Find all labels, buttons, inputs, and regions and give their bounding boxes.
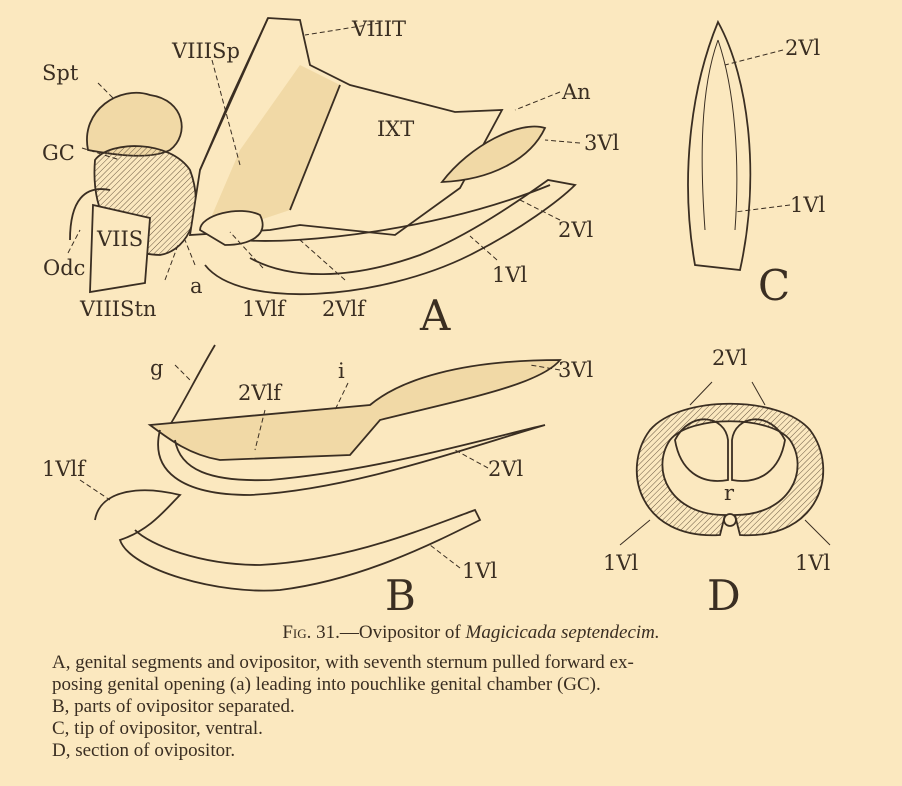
- label-2vlf: 2Vlf: [322, 297, 367, 321]
- panel-d: 2Vl r 1Vl 1Vl D: [603, 346, 831, 620]
- label-ixt: IXT: [377, 117, 414, 141]
- legend-line-a1: A, genital segments and ovipositor, with…: [52, 652, 634, 673]
- label-2vl-b: 2Vl: [488, 457, 524, 481]
- legend-line-a2: posing genital opening (a) leading into …: [52, 674, 601, 695]
- label-2vl-c: 2Vl: [785, 36, 821, 60]
- first-valvula: [204, 179, 577, 296]
- label-viiisp: VIIISp: [171, 39, 240, 63]
- label-viiit: VIIIT: [351, 17, 406, 41]
- panel-letter-b: B: [385, 571, 416, 620]
- label-gc: GC: [42, 141, 75, 165]
- label-a: a: [190, 274, 203, 298]
- panel-b: g i 3Vl 2Vlf 2Vl 1Vlf 1Vl B: [42, 344, 594, 620]
- panel-letter-c: C: [758, 261, 790, 310]
- oviduct: [69, 188, 111, 241]
- label-1vl-c: 1Vl: [790, 193, 826, 217]
- seventh-sternum: [89, 203, 151, 294]
- ovipositor-figure: VIIIT VIIISp Spt An IXT 3Vl GC VIIS 2Vl …: [42, 17, 831, 620]
- label-spt: Spt: [42, 61, 79, 85]
- species-name: Magicicada septendecim.: [465, 622, 660, 643]
- legend-line-d: D, section of ovipositor.: [52, 740, 236, 761]
- panel-letter-d: D: [707, 571, 741, 620]
- legend-line-c: C, tip of ovipositor, ventral.: [52, 718, 263, 739]
- panel-c: 2Vl 1Vl C: [687, 19, 826, 310]
- legend-line-b: B, parts of ovipositor separated.: [52, 696, 295, 717]
- label-1vl-a: 1Vl: [492, 263, 528, 287]
- label-viiistn: VIIIStn: [79, 297, 156, 321]
- label-2vl-d: 2Vl: [712, 346, 748, 370]
- label-g: g: [150, 356, 163, 380]
- panel-letter-a: A: [419, 291, 451, 340]
- label-1vl-d-left: 1Vl: [603, 551, 639, 575]
- label-2vl-a: 2Vl: [558, 218, 594, 242]
- second-valvifer-b: [147, 359, 562, 461]
- label-3vl-b: 3Vl: [558, 358, 594, 382]
- label-an: An: [561, 80, 591, 104]
- ovipositor-tip: [687, 19, 752, 271]
- figure-title: Fig. 31.—Ovipositor of Magicicada septen…: [40, 622, 902, 644]
- label-1vl-b: 1Vl: [462, 559, 498, 583]
- figure-number: Fig. 31.: [282, 622, 340, 643]
- first-valvifer: [199, 210, 264, 246]
- label-1vlf-b: 1Vlf: [42, 457, 87, 481]
- label-r: r: [724, 481, 735, 505]
- label-1vl-d-right: 1Vl: [795, 551, 831, 575]
- label-i: i: [338, 359, 345, 383]
- valvula-section: [635, 402, 825, 536]
- first-valvula-b: [94, 489, 482, 592]
- figure-caption: Fig. 31.—Ovipositor of Magicicada septen…: [0, 622, 902, 762]
- third-valvula: [440, 125, 547, 183]
- label-1vlf: 1Vlf: [242, 297, 287, 321]
- label-2vlf-b: 2Vlf: [238, 381, 283, 405]
- panel-a: VIIIT VIIISp Spt An IXT 3Vl GC VIIS 2Vl …: [42, 17, 620, 340]
- label-3vl-a: 3Vl: [584, 131, 620, 155]
- label-odc: Odc: [43, 256, 85, 280]
- figure-title-text: —Ovipositor of: [339, 622, 466, 643]
- eighth-tergum-membrane: [210, 65, 340, 230]
- label-viis: VIIS: [96, 227, 143, 251]
